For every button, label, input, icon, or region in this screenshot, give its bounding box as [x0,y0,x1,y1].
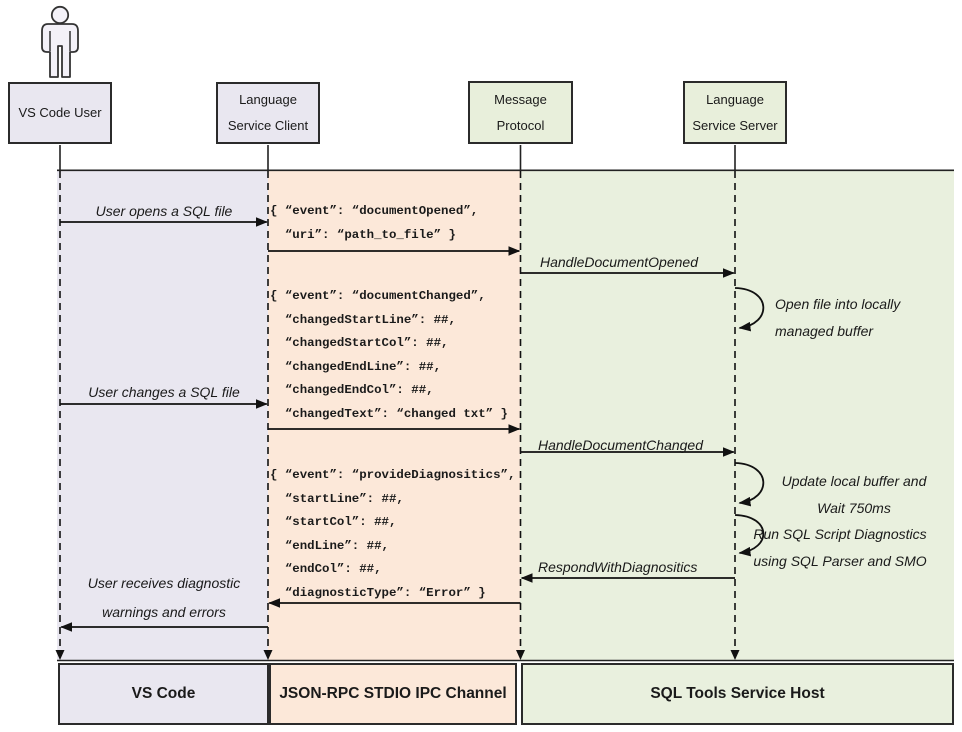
lane-vs-code [57,171,268,661]
actor-box-vs-code-user: VS Code User [8,82,112,144]
actor-label: Service Client [227,118,309,133]
json-provide-diagnostics-line: “endLine”: ##, [270,538,389,553]
label-handle-document-opened: HandleDocumentOpened [540,254,698,270]
actor-label: Message [494,91,547,107]
json-provide-diagnostics-line: “startCol”: ##, [270,515,397,529]
label-user-receives-line1: User receives diagnostic [87,575,241,591]
json-document-opened-line: { “event”: “documentOpened”, [270,204,479,218]
label-handle-document-changed: HandleDocumentChanged [538,437,703,453]
json-provide-diagnostics-line: “startLine”: ##, [270,491,404,506]
footer-box-vs-code: VS Code [58,663,269,725]
footer-box-service-host: SQL Tools Service Host [521,663,954,725]
label-update-buffer-line2: Wait 750ms [817,500,891,516]
lane-service-host [520,171,954,661]
lane-ipc-channel [268,171,520,661]
label-respond-with-diagnostics: RespondWithDiagnositics [538,559,698,575]
json-document-changed-line: “changedEndCol”: ##, [270,383,434,397]
person-icon [41,5,79,78]
actor-label: Protocol [496,117,545,133]
footer-box-ipc-channel: JSON-RPC STDIO IPC Channel [269,663,517,725]
lifeline-stubs [59,145,736,170]
label-open-file-line1: Open file into locally [775,296,901,312]
label-user-receives-line2: warnings and errors [102,604,226,620]
label-user-opens: User opens a SQL file [95,203,233,219]
json-provide-diagnostics-line: “diagnosticType”: “Error” } [270,585,486,600]
json-provide-diagnostics-line: { “event”: “provideDiagnositics”, [270,468,516,482]
actor-box-language-service-client: Language Service Client [216,82,320,144]
json-document-changed-line: “changedText”: “changed txt” } [270,406,508,421]
label-run-diagnostics-line1: Run SQL Script Diagnostics [753,526,927,542]
json-provide-diagnostics-line: “endCol”: ##, [270,562,382,576]
json-document-changed-line: “changedStartCol”: ##, [270,336,449,350]
json-document-changed-line: “changedEndLine”: ##, [270,359,442,374]
footer-label: VS Code [131,685,196,702]
actor-box-message-protocol: Message Protocol [468,81,573,144]
label-run-diagnostics-line2: using SQL Parser and SMO [753,553,927,569]
footer-label: SQL Tools Service Host [650,685,825,702]
label-open-file-line2: managed buffer [775,323,874,339]
actor-label: Language [239,92,297,107]
actor-label: Language [706,91,764,107]
json-document-changed-line: { “event”: “documentChanged”, [270,289,486,303]
json-document-changed-line: “changedStartLine”: ##, [270,312,456,327]
json-document-opened-line: “uri”: “path_to_file” } [270,227,456,242]
actor-label: Service Server [692,117,778,133]
label-update-buffer-line1: Update local buffer and [781,473,927,489]
actor-label: VS Code User [18,105,102,120]
footer-label: JSON-RPC STDIO IPC Channel [279,685,507,702]
actor-box-language-service-server: Language Service Server [683,81,787,144]
label-user-changes: User changes a SQL file [88,384,240,400]
